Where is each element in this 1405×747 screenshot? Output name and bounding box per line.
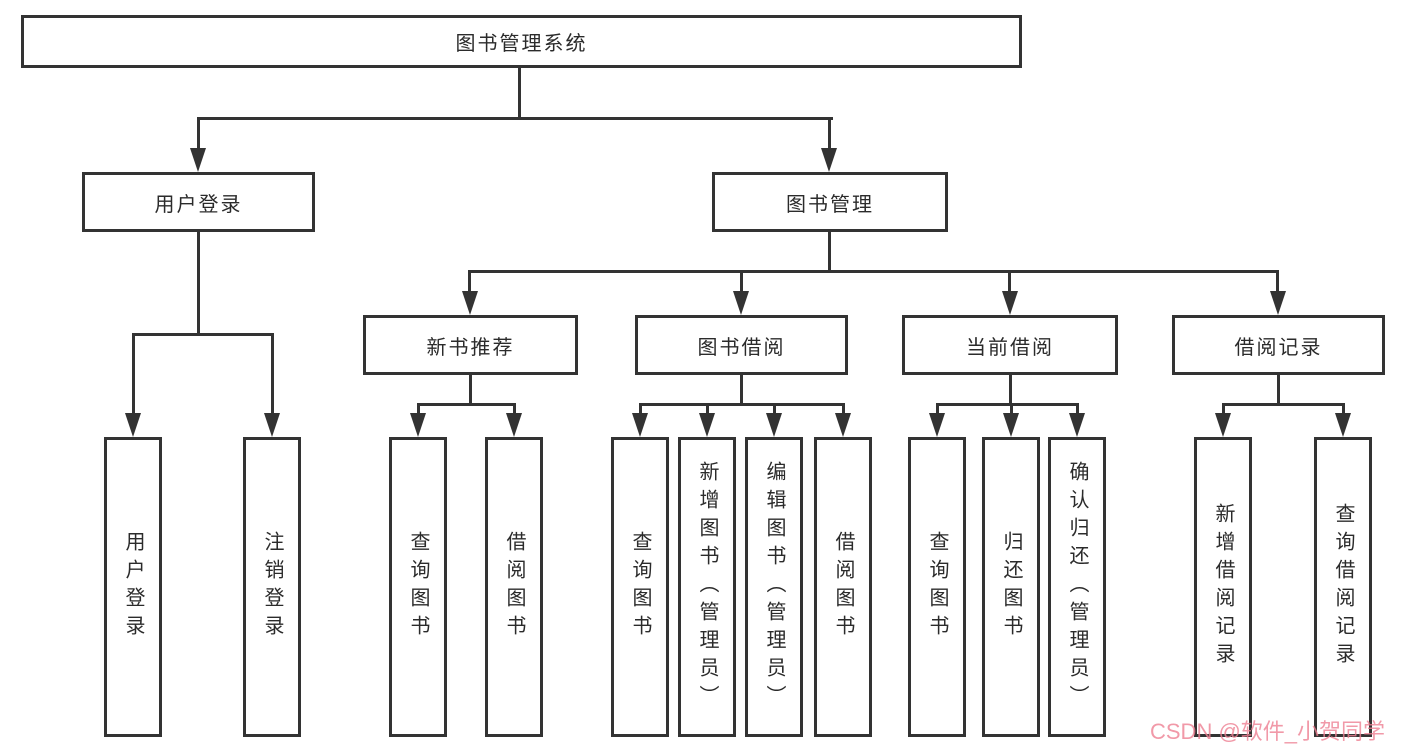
connector-line (518, 66, 521, 120)
arrow-down-icon (190, 148, 206, 172)
node-leaf-add-book-admin: 新增图书（管理员） (678, 437, 736, 737)
arrow-down-icon (1002, 291, 1018, 315)
arrow-down-icon (410, 413, 426, 437)
connector-line (1277, 375, 1280, 406)
node-label: 新增借阅记录 (1212, 503, 1234, 671)
connector-line (936, 403, 1079, 406)
node-leaf-return-books: 归还图书 (982, 437, 1040, 737)
arrow-down-icon (632, 413, 648, 437)
csdn-watermark: CSDN @软件_小贺同学 (1150, 719, 1386, 744)
node-user-login: 用户登录 (82, 172, 315, 232)
arrow-down-icon (929, 413, 945, 437)
connector-line (1342, 403, 1345, 413)
node-leaf-edit-book-admin: 编辑图书（管理员） (745, 437, 803, 737)
connector-line (469, 375, 472, 406)
node-label: 查询图书 (629, 531, 651, 643)
connector-line (936, 403, 939, 413)
connector-line (1222, 403, 1345, 406)
node-leaf-borrow-books-rec: 借阅图书 (485, 437, 543, 737)
connector-line (740, 375, 743, 406)
arrow-down-icon (264, 413, 280, 437)
connector-line (469, 270, 1279, 273)
connector-line (1222, 403, 1225, 413)
node-leaf-confirm-return-admin: 确认归还（管理员） (1048, 437, 1106, 737)
connector-line (1010, 403, 1013, 413)
node-label: 归还图书 (1000, 531, 1022, 643)
node-label: 借阅图书 (503, 531, 525, 643)
connector-line (706, 403, 709, 413)
node-leaf-query-books-current: 查询图书 (908, 437, 966, 737)
node-leaf-logout: 注销登录 (243, 437, 301, 737)
node-label: 用户登录 (122, 531, 144, 643)
arrow-down-icon (1335, 413, 1351, 437)
node-current-borrow: 当前借阅 (902, 315, 1118, 375)
connector-line (197, 117, 833, 120)
node-borrow-records: 借阅记录 (1172, 315, 1385, 375)
connector-line (468, 270, 471, 291)
connector-line (513, 403, 516, 413)
connector-line (417, 403, 516, 406)
arrow-down-icon (506, 413, 522, 437)
arrow-down-icon (462, 291, 478, 315)
node-leaf-query-books-rec: 查询图书 (389, 437, 447, 737)
connector-line (842, 403, 845, 413)
node-label: 确认归还（管理员） (1066, 461, 1088, 713)
node-system-root: 图书管理系统 (21, 15, 1022, 68)
arrow-down-icon (1003, 413, 1019, 437)
connector-line (740, 270, 743, 291)
arrow-down-icon (699, 413, 715, 437)
arrow-down-icon (835, 413, 851, 437)
node-leaf-borrow-books: 借阅图书 (814, 437, 872, 737)
connector-line (639, 403, 845, 406)
arrow-down-icon (821, 148, 837, 172)
connector-line (197, 117, 200, 150)
connector-line (132, 333, 274, 336)
connector-line (197, 232, 200, 336)
arrow-down-icon (766, 413, 782, 437)
connector-line (132, 333, 135, 413)
node-label: 注销登录 (261, 531, 283, 643)
connector-line (271, 333, 274, 413)
arrow-down-icon (1215, 413, 1231, 437)
arrow-down-icon (1069, 413, 1085, 437)
node-label: 新增图书（管理员） (696, 461, 718, 713)
connector-line (773, 403, 776, 413)
node-leaf-query-books-borrow: 查询图书 (611, 437, 669, 737)
arrow-down-icon (1270, 291, 1286, 315)
node-label: 查询借阅记录 (1332, 503, 1354, 671)
node-book-borrow: 图书借阅 (635, 315, 848, 375)
connector-line (1076, 403, 1079, 413)
node-label: 编辑图书（管理员） (763, 461, 785, 713)
arrow-down-icon (125, 413, 141, 437)
connector-line (828, 117, 831, 150)
node-label: 借阅图书 (832, 531, 854, 643)
node-label: 查询图书 (926, 531, 948, 643)
arrow-down-icon (733, 291, 749, 315)
connector-line (417, 403, 420, 413)
connector-line (1008, 270, 1011, 291)
connector-line (1009, 375, 1012, 406)
node-leaf-query-borrow-record: 查询借阅记录 (1314, 437, 1372, 737)
connector-line (639, 403, 642, 413)
node-book-management: 图书管理 (712, 172, 948, 232)
node-new-book-recommend: 新书推荐 (363, 315, 578, 375)
node-leaf-add-borrow-record: 新增借阅记录 (1194, 437, 1252, 737)
node-label: 查询图书 (407, 531, 429, 643)
connector-line (828, 232, 831, 273)
node-leaf-user-login: 用户登录 (104, 437, 162, 737)
connector-line (1276, 270, 1279, 291)
